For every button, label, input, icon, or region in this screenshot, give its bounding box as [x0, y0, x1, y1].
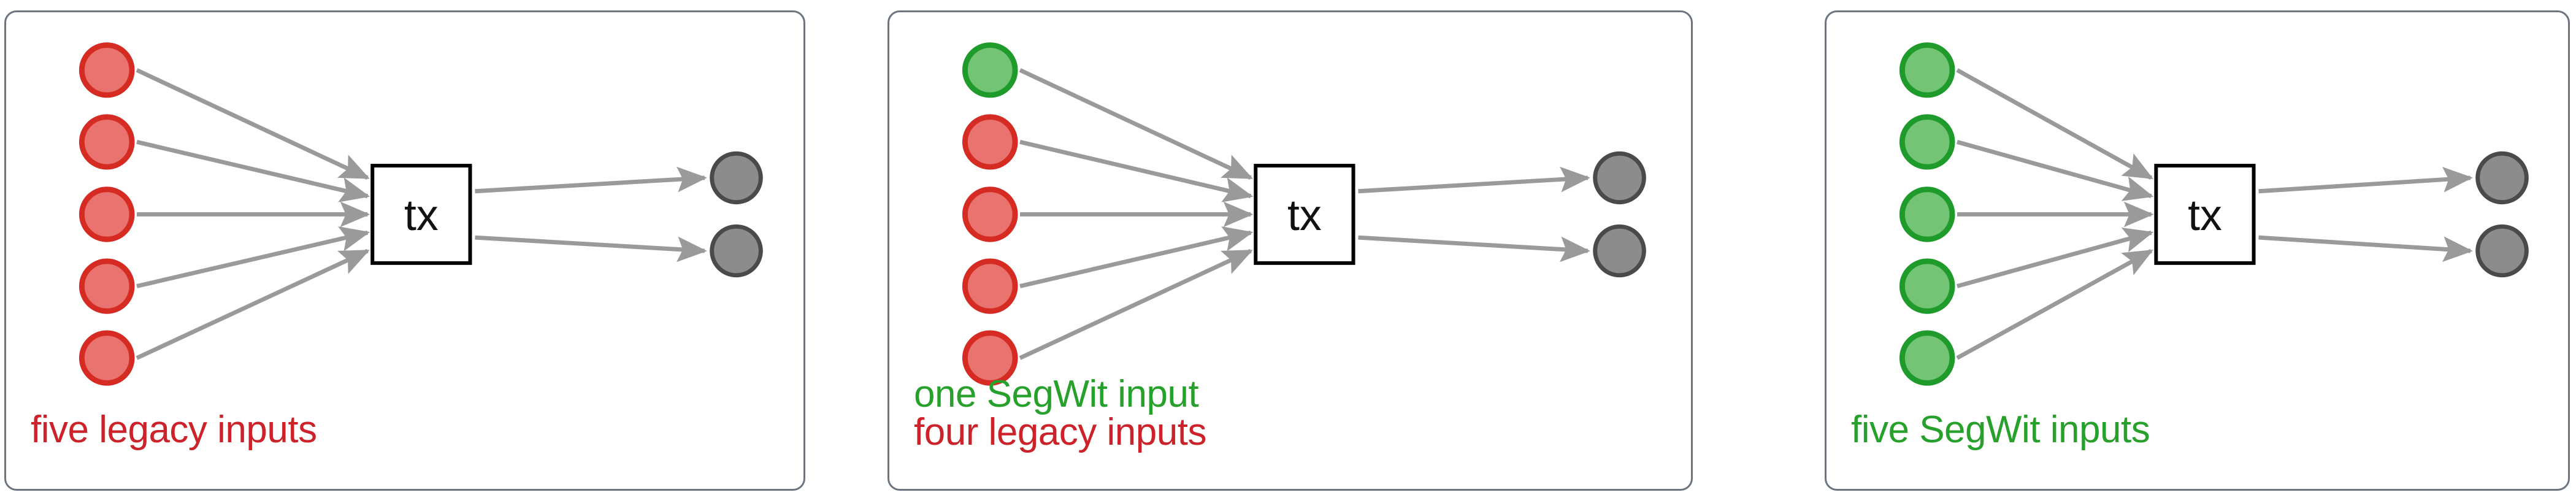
legacy-input-node: [962, 114, 1018, 170]
input-arrow: [136, 139, 370, 202]
input-arrow: [1019, 226, 1254, 288]
transaction-box: [1254, 164, 1355, 265]
output-arrow: [475, 166, 707, 194]
input-arrow: [1019, 248, 1254, 360]
input-arrow: [1956, 68, 2154, 180]
output-node: [1593, 224, 1646, 278]
input-arrow: [1956, 248, 2154, 360]
diagram-panel: tx five SegWit inputs: [1825, 10, 2570, 491]
panel-graphic: tx: [962, 42, 1646, 386]
segwit-input-node: [1899, 42, 1955, 98]
legacy-input-node: [962, 330, 1018, 386]
input-arrow: [1019, 68, 1254, 180]
output-node: [2475, 151, 2529, 205]
output-arrow: [1358, 166, 1590, 194]
output-node: [2475, 224, 2529, 278]
input-arrow: [1019, 139, 1254, 202]
panel-graphic: tx: [79, 42, 763, 386]
caption-line: one SegWit input: [914, 373, 1199, 415]
output-arrow: [475, 235, 707, 263]
input-arrow: [136, 226, 370, 288]
arrow-group: [1956, 68, 2473, 360]
output-arrow: [1358, 235, 1590, 263]
output-arrow: [2258, 235, 2473, 262]
segwit-input-node: [1899, 258, 1955, 314]
arrow-group: [136, 68, 707, 360]
caption-line: four legacy inputs: [914, 411, 1206, 453]
segwit-input-node: [962, 42, 1018, 98]
caption-line: five legacy inputs: [31, 409, 317, 451]
input-arrow: [136, 248, 370, 360]
output-node: [710, 151, 763, 205]
segwit-input-node: [1899, 114, 1955, 170]
legacy-input-node: [79, 114, 135, 170]
legacy-input-node: [79, 186, 135, 242]
legacy-input-node: [79, 330, 135, 386]
arrow-group: [1019, 68, 1590, 360]
transaction-box-label: tx: [1287, 191, 1322, 240]
input-arrow: [136, 68, 370, 180]
output-node: [1593, 151, 1646, 205]
legacy-input-node: [79, 42, 135, 98]
transaction-box: [2154, 164, 2256, 265]
panel-caption: five legacy inputs: [31, 411, 317, 449]
segwit-input-node: [1899, 186, 1955, 242]
output-arrow: [2258, 166, 2473, 194]
legacy-input-node: [962, 258, 1018, 314]
input-arrow: [1957, 227, 2154, 288]
caption-line: five SegWit inputs: [1851, 409, 2150, 451]
legacy-input-node: [79, 258, 135, 314]
transaction-box-label: tx: [404, 191, 439, 240]
legacy-input-node: [962, 186, 1018, 242]
panel-graphic: tx: [1899, 42, 2529, 386]
output-node: [710, 224, 763, 278]
transaction-box-label: tx: [2188, 191, 2222, 240]
input-arrow: [1957, 140, 2154, 201]
transaction-box: [370, 164, 472, 265]
diagram-panel: tx five legacy inputs: [4, 10, 805, 491]
panel-caption: five SegWit inputs: [1851, 411, 2150, 449]
segwit-input-node: [1899, 330, 1955, 386]
